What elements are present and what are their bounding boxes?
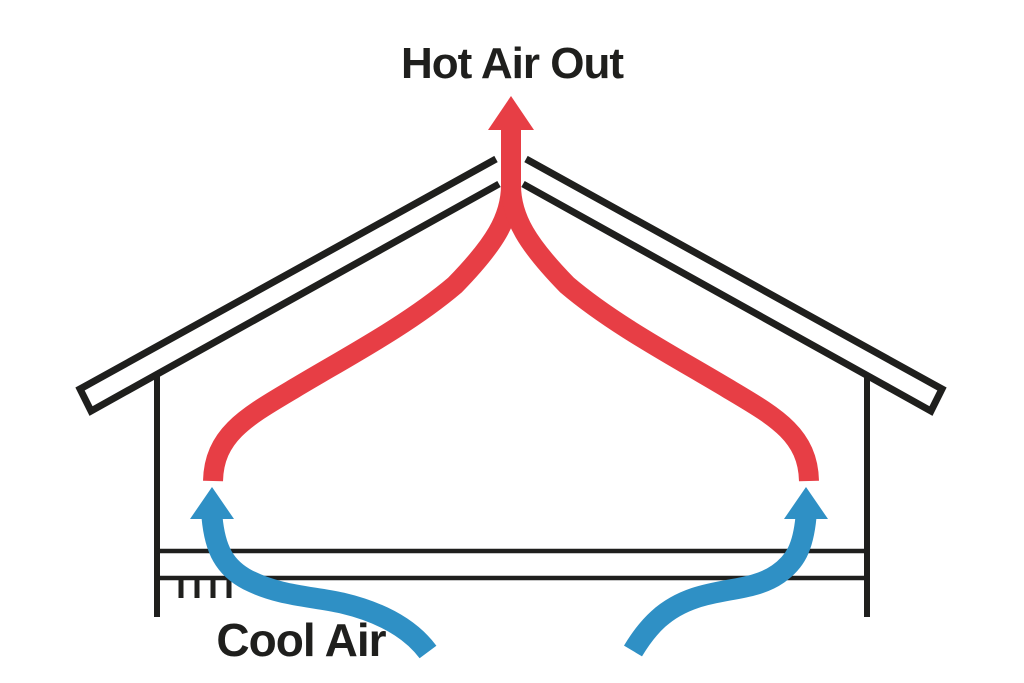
hot-air-flow-left-path [203,128,521,482]
cool-air-flow-left-path [201,515,437,659]
hot-air-up-arrowhead-icon [488,96,534,130]
cool-air-up-arrowhead-left-icon [190,487,234,519]
soffit-vent-hatching [178,578,232,598]
hot-air-flow-right-path [501,128,819,482]
cool-air-label: Cool Air [216,614,386,666]
cool-air-flow-right-path [623,515,817,657]
hot-air-out-label: Hot Air Out [401,39,624,88]
roof-left-plank [75,155,501,416]
roof-right-plank [521,155,947,416]
cool-air-up-arrowhead-right-icon [784,487,828,519]
